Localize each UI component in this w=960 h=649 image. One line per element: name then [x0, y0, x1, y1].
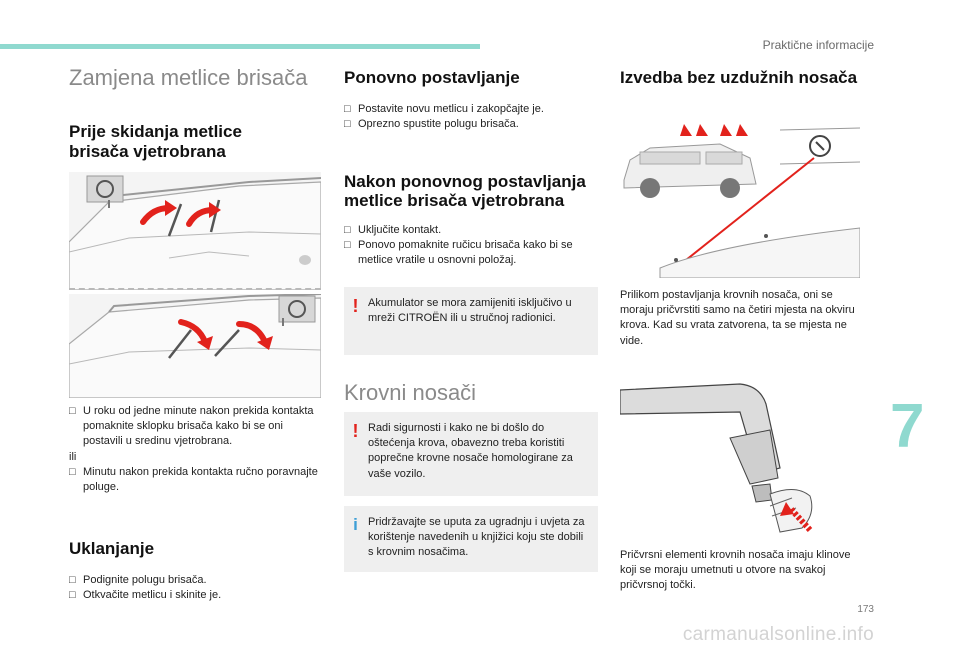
step-text: Postavite novu metlicu i zakopčajte je. [358, 102, 544, 115]
checkbox-bullet-icon: □ [69, 465, 76, 478]
right-title: Izvedba bez uzdužnih nosača [620, 68, 858, 87]
step-text: Otkvačite metlicu i skinite je. [83, 588, 222, 601]
step-text: Ponovo pomaknite ručicu brisača kako bi … [358, 239, 573, 267]
section-title: Zamjena metlice brisača [69, 65, 308, 90]
roof-racks-title: Krovni nosači [344, 380, 477, 405]
refit-title: Ponovno postavljanje [344, 68, 520, 87]
left-column-lower: □ U roku od jedne minute nakon prekida k… [69, 404, 324, 603]
wiper-illustration-top [69, 172, 321, 290]
note-text: Akumulator se mora zamijeniti isključivo… [368, 297, 572, 325]
roof-mount-illustration [620, 118, 860, 278]
step-text: Podignite polugu brisača. [83, 573, 207, 586]
list-item: □ U roku od jedne minute nakon prekida k… [69, 404, 324, 450]
wiper-illustration-bottom [69, 294, 321, 398]
info-icon: i [353, 515, 358, 534]
step-text: U roku od jedne minute nakon prekida kon… [83, 405, 314, 448]
exclamation-icon: ! [352, 296, 359, 316]
left-column: Zamjena metlice brisača Prije skidanja m… [69, 65, 324, 161]
list-item: □ Ponovo pomaknite ručicu brisača kako b… [344, 238, 599, 268]
roof-info-note: i Pridržavajte se uputa za ugradnju i uv… [344, 506, 598, 572]
list-item: □ Otkvačite metlicu i skinite je. [69, 588, 324, 603]
checkbox-bullet-icon: □ [344, 117, 351, 130]
caption-clamp-pins: Pričvrsni elementi krovnih nosača imaju … [620, 549, 851, 592]
after-refit-title: Nakon ponovnog postavljanja metlice bris… [344, 171, 586, 211]
middle-column: Ponovno postavljanje □ Postavite novu me… [344, 68, 599, 269]
battery-warning-note: ! Akumulator se mora zamijeniti isključi… [344, 287, 598, 355]
subsection-title: Prije skidanja metlice brisača vjetrobra… [69, 122, 242, 161]
running-header: Praktične informacije [762, 38, 874, 52]
roof-safety-warning: ! Radi sigurnosti i kako ne bi došlo do … [344, 412, 598, 496]
checkbox-bullet-icon: □ [69, 573, 76, 586]
step-text: Oprezno spustite polugu brisača. [358, 117, 519, 130]
list-item: □ Uključite kontakt. [344, 223, 599, 238]
checkbox-bullet-icon: □ [344, 223, 351, 236]
list-item: □ Minutu nakon prekida kontakta ručno po… [69, 465, 324, 495]
or-label: ili [69, 450, 77, 463]
checkbox-bullet-icon: □ [69, 588, 76, 601]
checkbox-bullet-icon: □ [344, 102, 351, 115]
exclamation-icon: ! [352, 421, 359, 441]
header-accent-bar [0, 44, 480, 49]
list-item: □ Podignite polugu brisača. [69, 573, 324, 588]
clamp-illustration [620, 378, 860, 540]
illustration-divider [69, 288, 321, 290]
list-item: □ Postavite novu metlicu i zakopčajte je… [344, 102, 599, 117]
checkbox-bullet-icon: □ [344, 239, 351, 252]
caption-mount-points: Prilikom postavljanja krovnih nosača, on… [620, 289, 855, 347]
chapter-number: 7 [890, 392, 925, 461]
removal-title: Uklanjanje [69, 539, 155, 559]
note-text: Pridržavajte se uputa za ugradnju i uvje… [368, 516, 585, 559]
list-item: □ Oprezno spustite polugu brisača. [344, 117, 599, 132]
site-watermark: carmanualsonline.info [682, 624, 874, 645]
note-text: Radi sigurnosti i kako ne bi došlo do oš… [368, 422, 573, 480]
step-text: Uključite kontakt. [358, 223, 442, 236]
step-text: Minutu nakon prekida kontakta ručno pora… [83, 465, 318, 493]
checkbox-bullet-icon: □ [69, 405, 76, 417]
page-number: 173 [857, 604, 874, 615]
